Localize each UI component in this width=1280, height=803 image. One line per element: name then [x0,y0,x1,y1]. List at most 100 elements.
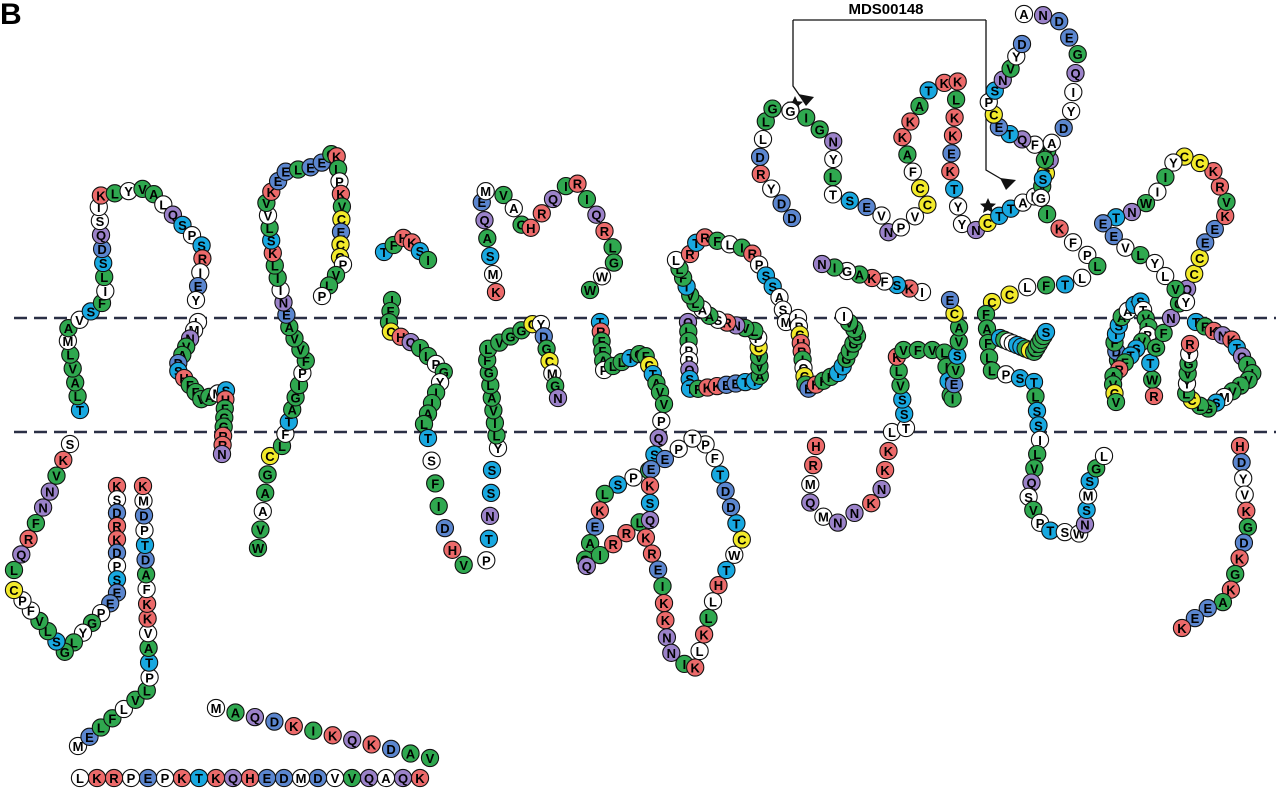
residue-letter: P [339,258,348,273]
residue-letter: Q [347,733,357,748]
residue: L [690,641,709,661]
residue: K [362,735,381,754]
residue: G [604,253,624,272]
residue-letter: K [96,189,106,204]
residue-letter: L [829,170,837,185]
residue-circle [504,199,523,218]
residue-letter: P [674,442,683,457]
residue-circle [480,506,500,526]
residue: L [699,608,718,628]
residue-letter: Y [1067,104,1076,119]
residue-letter: Q [548,192,558,207]
residue: A [253,502,272,521]
residue-letter: A [585,536,595,551]
residue-letter: S [113,572,122,587]
residue-circle [26,513,46,533]
residue-letter: I [804,111,808,126]
residue-letter: I [426,253,430,268]
residue: Q [359,768,379,788]
residue-circle [945,108,964,127]
residue-circle [4,560,24,580]
residue-letter: Q [591,208,601,223]
residue: Q [1066,63,1085,83]
residue-letter: A [406,747,416,762]
residue: D [1012,34,1032,54]
residue-letter: D [279,771,288,786]
residue-letter: R [748,247,758,262]
residue-letter: E [722,378,731,393]
residue-letter: G [1073,47,1083,62]
residue: K [206,768,226,788]
residue-letter: E [477,195,486,210]
residue-circle [946,90,966,109]
residue-circle [604,535,623,554]
residue: W [248,538,268,558]
residue: K [893,128,912,147]
residue-letter: S [486,249,495,264]
residue-circle [905,207,925,226]
residue-letter: K [289,719,299,734]
residue: K [133,476,153,496]
residue: G [1068,44,1087,64]
residue-letter: C [950,307,960,322]
residue-letter: Y [1150,256,1159,271]
residue: F [903,162,922,181]
residue-letter: T [902,421,910,436]
residue: A [1014,4,1034,24]
residue-letter: P [701,437,710,452]
residue-letter: R [1149,389,1159,404]
residue-letter: P [140,523,149,538]
residue: T [711,465,730,484]
residue: S [1033,169,1053,188]
residue-letter: E [1099,216,1108,231]
residue-letter: T [741,375,749,390]
residue: R [751,164,770,184]
residue-circle [443,540,462,559]
residue-letter: S [768,279,777,294]
residue: Q [223,768,243,788]
residue-letter: L [1078,271,1086,286]
residue-letter: I [951,392,955,407]
residue-letter: D [440,521,449,536]
residue-letter: L [691,296,699,311]
residue-circle [253,502,272,521]
residue-circle [703,592,723,611]
residue-letter: A [855,268,865,283]
residue-letter: S [197,238,206,253]
residue-letter: M [73,739,84,754]
residue-letter: W [1140,196,1153,211]
residue: R [532,204,551,223]
residue: C [1000,285,1019,304]
residue-circle [33,498,53,517]
residue-letter: K [1235,551,1245,566]
residue-letter: V [1121,241,1130,256]
residue-letter: V [1112,395,1121,410]
residue: G [258,465,277,484]
residue: T [189,768,209,788]
residue-letter: M [1083,488,1094,503]
residue: V [949,332,968,351]
residue-letter: N [1166,311,1175,326]
residue: F [426,474,445,493]
residue-letter: G [516,323,526,338]
residue-letter: Q [1070,66,1080,81]
residue-circle [580,280,600,300]
residue-letter: I [1045,207,1049,222]
residue-letter: V [296,343,305,358]
residue-letter: E [113,586,122,601]
residue-circle [840,191,859,210]
residue-letter: I [740,241,744,256]
residue-letter: N [217,447,226,462]
residue-letter: G [842,264,852,279]
residue-letter: L [988,364,996,379]
residue-letter: G [517,218,527,233]
residue-letter: H [1235,439,1244,454]
residue-letter: L [66,348,74,363]
residue: D [1234,533,1254,552]
residue-letter: H [811,439,820,454]
residue: K [636,528,656,547]
residue-letter: A [285,320,295,335]
residue-letter: R [600,224,610,239]
residue-circle [4,580,24,600]
residue-letter: E [281,165,290,180]
